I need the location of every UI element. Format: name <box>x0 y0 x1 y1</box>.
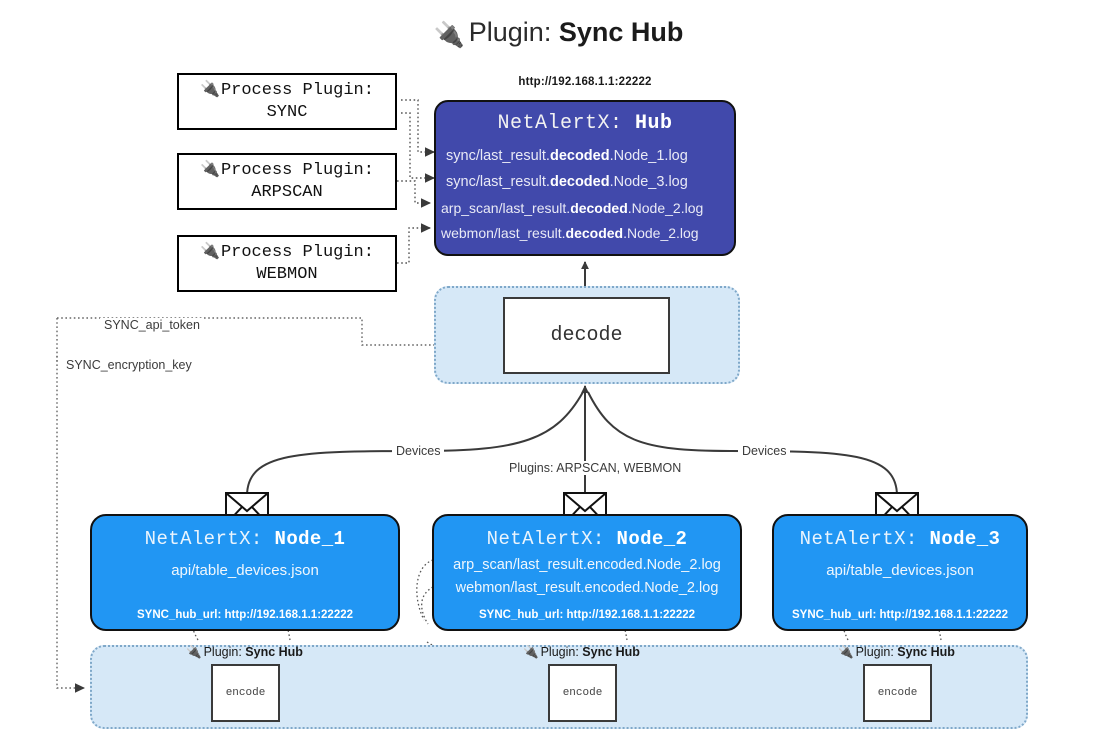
node-hub-url: SYNC_hub_url: http://192.168.1.1:22222 <box>791 609 1009 621</box>
encoder-label-strong: Sync Hub <box>582 645 640 659</box>
encoder-label-lead: Plugin: <box>203 645 242 659</box>
label-sync-api-token: SYNC_api_token <box>100 318 204 332</box>
encoder-label-lead: Plugin: <box>855 645 894 659</box>
plug-icon: 🔌 <box>200 81 220 99</box>
process-plugin-name: WEBMON <box>256 264 318 284</box>
log-mid: decoded <box>549 148 610 164</box>
log-pre: webmon/last_result. <box>441 224 566 241</box>
edge-api-token-to-decode <box>57 317 499 350</box>
encoder-plugin-label-1: 🔌Plugin: Sync Hub <box>186 645 303 660</box>
process-plugin-name: SYNC <box>266 102 308 122</box>
edge-node1-source-down <box>189 565 215 641</box>
hub-title-name: Hub <box>635 112 673 135</box>
plug-icon: 🔌 <box>186 645 202 659</box>
node-box-node-2[interactable]: NetAlertX: Node_2 arp_scan/last_result.e… <box>432 514 742 631</box>
edge-node2-source-a <box>416 559 434 621</box>
log-post: .Node_1.log <box>609 148 688 164</box>
hub-log-2: sync/last_result.decoded.Node_3.log <box>436 170 734 196</box>
plug-icon: 🔌 <box>433 21 465 49</box>
process-plugin-arpscan[interactable]: 🔌Process Plugin: ARPSCAN <box>177 153 397 210</box>
node-title: NetAlertX: Node_1 <box>92 528 398 550</box>
plug-icon: 🔌 <box>200 243 220 261</box>
log-post: .Node_2.log <box>623 224 699 241</box>
plug-icon: 🔌 <box>200 161 220 179</box>
hub-title: NetAlertX: Hub <box>436 112 734 135</box>
label-sync-encryption-key: SYNC_encryption_key <box>62 358 196 372</box>
node-hub-url: SYNC_hub_url: http://192.168.1.1:22222 <box>136 609 354 621</box>
node-title: NetAlertX: Node_2 <box>434 528 740 550</box>
node-source-line: arp_scan/last_result.encoded.Node_2.log <box>453 557 721 573</box>
plug-icon: 🔌 <box>523 645 539 659</box>
page-title: 🔌Plugin: Sync Hub <box>0 16 1117 50</box>
log-pre: sync/last_result. <box>446 148 550 164</box>
encode-box-1[interactable]: encode <box>211 664 280 722</box>
encoder-label-strong: Sync Hub <box>245 645 303 659</box>
edge-webmon-to-hub-log4 <box>397 223 431 264</box>
edge-sync-to-hub-log2 <box>401 112 435 183</box>
edge-node3-devices-to-decode <box>587 391 898 497</box>
edge-arpscan-to-hub-log3 <box>397 180 431 208</box>
log-mid: decoded <box>549 173 610 190</box>
node-title-name: Node_2 <box>616 528 688 550</box>
encode-box-2[interactable]: encode <box>548 664 617 722</box>
encoder-label-strong: Sync Hub <box>897 645 955 659</box>
process-plugin-webmon[interactable]: 🔌Process Plugin: WEBMON <box>177 235 397 292</box>
log-mid: decoded <box>570 199 628 216</box>
node-hub-url: SYNC_hub_url: http://192.168.1.1:22222 <box>478 609 696 621</box>
log-pre: sync/last_result. <box>446 173 550 190</box>
label-devices-left: Devices <box>392 444 445 458</box>
node-title-prefix: NetAlertX: <box>799 528 918 550</box>
label-plugins-middle: Plugins: ARPSCAN, WEBMON <box>505 461 686 475</box>
encode-box-3[interactable]: encode <box>863 664 932 722</box>
node-title-prefix: NetAlertX: <box>486 528 605 550</box>
encoder-plugin-label-2: 🔌Plugin: Sync Hub <box>523 645 640 660</box>
edge-sync-to-hub-log1 <box>401 99 435 157</box>
hub-log-1: sync/last_result.decoded.Node_1.log <box>436 144 734 170</box>
hub-log-3: arp_scan/last_result.decoded.Node_2.log <box>436 196 734 221</box>
edge-encryption-key-to-encoders <box>56 356 85 693</box>
node-source-line: webmon/last_result.encoded.Node_2.log <box>455 580 719 596</box>
title-strong: Sync Hub <box>558 17 684 47</box>
node-box-node-1[interactable]: NetAlertX: Node_1 api/table_devices.json… <box>90 514 400 631</box>
node-title-prefix: NetAlertX: <box>144 528 263 550</box>
encoder-label-lead: Plugin: <box>540 645 579 659</box>
edge-node3-source-down <box>840 565 865 641</box>
hub-url-caption: http://192.168.1.1:22222 <box>518 76 652 88</box>
plug-icon: 🔌 <box>838 645 854 659</box>
node-box-node-3[interactable]: NetAlertX: Node_3 api/table_devices.json… <box>772 514 1028 631</box>
encoder-plugin-label-3: 🔌Plugin: Sync Hub <box>838 645 955 660</box>
log-post: .Node_2.log <box>627 199 704 216</box>
title-lead: Plugin: <box>468 17 552 47</box>
log-post: .Node_3.log <box>609 173 688 190</box>
process-plugin-label: Process Plugin: <box>220 161 374 181</box>
process-plugin-name: ARPSCAN <box>251 182 323 202</box>
node-title: NetAlertX: Node_3 <box>774 528 1026 550</box>
edge-node2-source-b <box>421 586 434 625</box>
process-plugin-sync[interactable]: 🔌Process Plugin: SYNC <box>177 73 397 130</box>
log-pre: arp_scan/last_result. <box>441 199 571 216</box>
hub-node[interactable]: NetAlertX: Hub sync/last_result.decoded.… <box>434 100 736 256</box>
process-plugin-label: Process Plugin: <box>220 243 374 263</box>
node-title-name: Node_3 <box>929 528 1001 550</box>
process-plugin-label: Process Plugin: <box>220 81 374 101</box>
node-title-name: Node_1 <box>274 528 346 550</box>
node-source-line: api/table_devices.json <box>826 562 974 579</box>
label-devices-right: Devices <box>738 444 791 458</box>
hub-title-prefix: NetAlertX: <box>497 112 623 135</box>
hub-log-4: webmon/last_result.decoded.Node_2.log <box>436 221 734 246</box>
log-mid: decoded <box>565 224 624 241</box>
node-source-line: api/table_devices.json <box>171 562 319 579</box>
decode-box[interactable]: decode <box>503 297 670 374</box>
